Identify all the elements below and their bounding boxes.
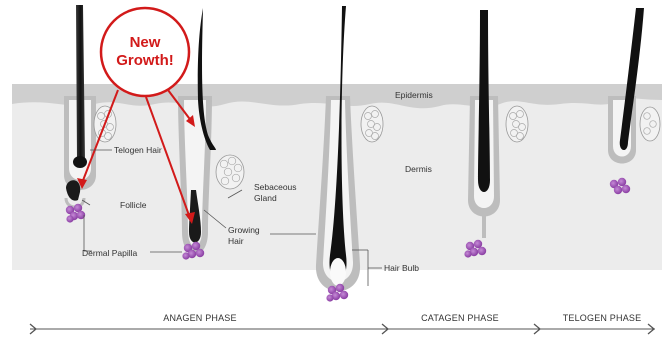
- label-follicle: Follicle: [120, 200, 147, 210]
- hair-shaft: [76, 5, 85, 166]
- sebaceous-gland: [361, 106, 383, 142]
- phase-catagen: CATAGEN PHASE: [421, 313, 499, 323]
- label-dermal-papilla: Dermal Papilla: [82, 248, 138, 258]
- callout-line-1: New: [130, 34, 161, 51]
- label-sebaceous-line-1: Sebaceous: [254, 182, 297, 192]
- hair-bulb-club: [330, 258, 346, 286]
- sebaceous-gland: [640, 107, 660, 141]
- label-dermis: Dermis: [405, 164, 432, 174]
- label-sebaceous-line-2: Gland: [254, 193, 277, 203]
- phase-timeline: [30, 324, 655, 334]
- sebaceous-gland: [506, 106, 528, 142]
- sebaceous-gland: [216, 155, 244, 189]
- label-epidermis: Epidermis: [395, 90, 433, 100]
- label-hair-bulb: Hair Bulb: [384, 263, 419, 273]
- label-growing-line-2: Hair: [228, 236, 244, 246]
- callout-line-2: Growth!: [116, 52, 174, 69]
- hair-shaft: [478, 10, 490, 192]
- label-growing-line-1: Growing: [228, 225, 260, 235]
- phase-telogen: TELOGEN PHASE: [563, 313, 642, 323]
- phase-anagen: ANAGEN PHASE: [163, 313, 236, 323]
- label-telogen-hair: Telogen Hair: [114, 145, 162, 155]
- hair-bulb-club: [73, 156, 87, 168]
